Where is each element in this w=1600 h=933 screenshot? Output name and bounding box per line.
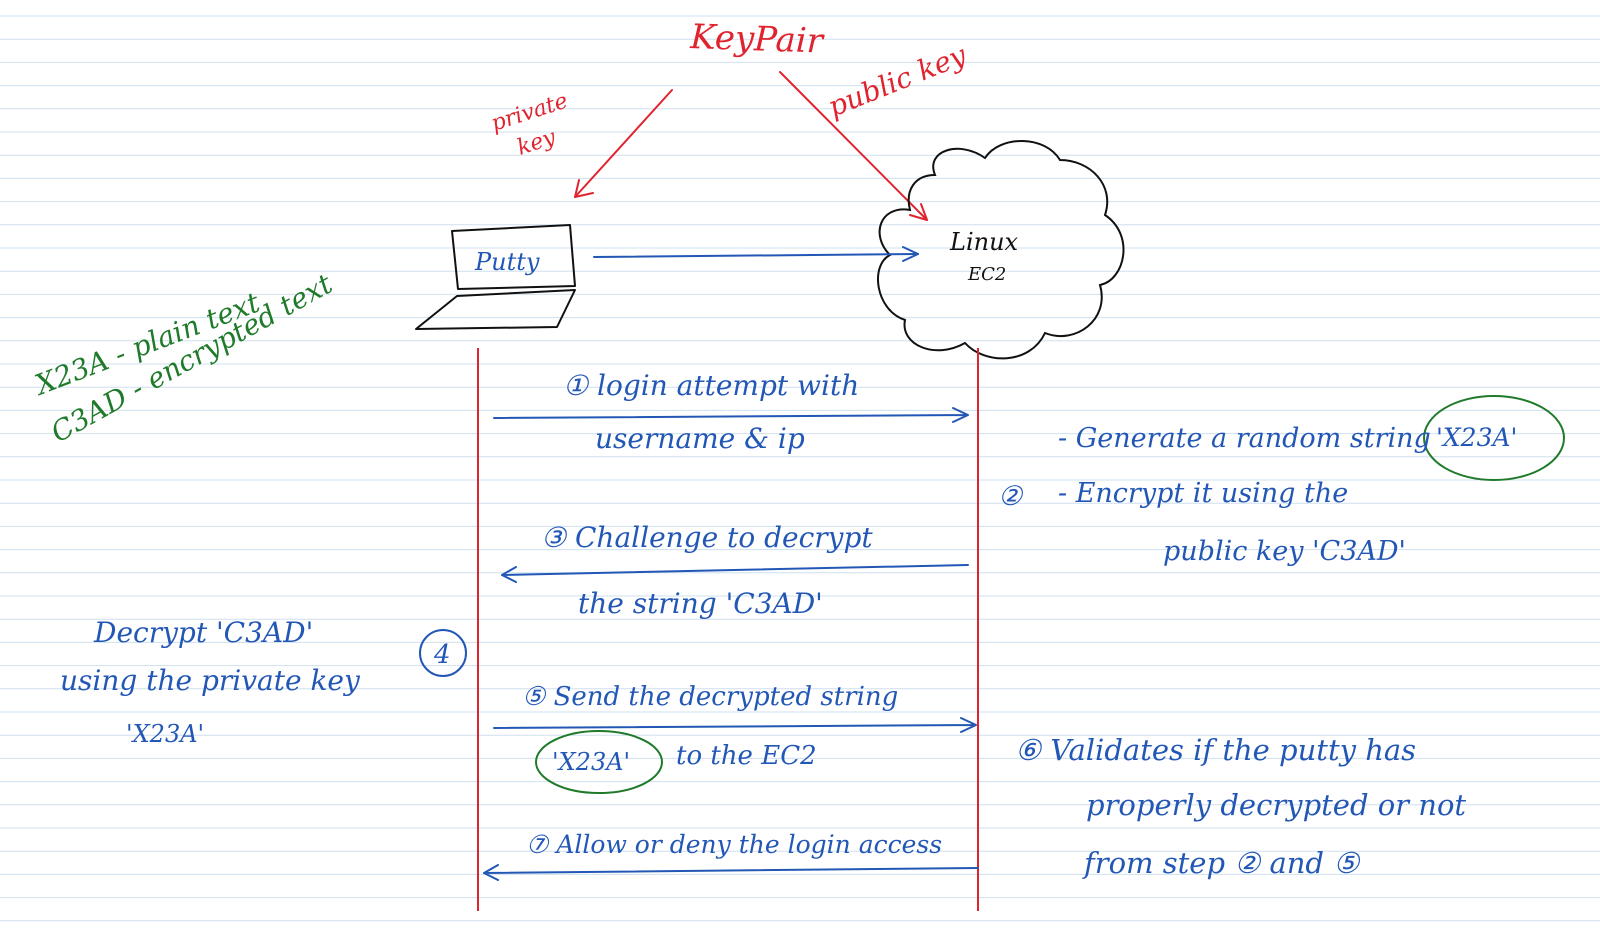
laptop-icon [415,224,576,330]
private-key-label-line1: private [488,89,571,137]
key-pair-arrows [574,71,928,221]
step-4-marker: 4 [433,640,451,670]
step-5-string: 'X23A' [552,748,630,776]
step-1-line1: ① login attempt with [563,369,859,402]
oval-x23a-step5 [535,730,663,794]
step-3-line2: the string 'C3AD' [578,587,823,620]
key-pair-label: KeyPair [689,17,826,62]
step-5-line1: ⑤ Send the decrypted string [522,682,898,712]
public-key-label: public key [823,38,972,124]
step-5-tail: to the EC2 [676,741,817,771]
step-2-marker: ② [998,481,1024,512]
step-1-line2: username & ip [595,422,805,455]
arrow-step-3 [501,564,969,583]
ruled-paper-lines [0,15,1600,922]
step-6-line3: from step ② and ⑤ [1082,846,1361,880]
left-note-line3: 'X23A' [126,720,204,748]
linux-label-line1: Linux [949,228,1019,256]
private-key-arrow [574,89,673,198]
putty-label: Putty [474,248,540,276]
lifelines [477,348,979,911]
left-note-line1: Decrypt 'C3AD' [93,616,313,649]
public-key-arrow [779,71,928,221]
private-key-arrowhead [574,179,594,198]
oval-x23a-generated [1423,395,1565,481]
arrow-step-1 [493,407,969,423]
step-6-line2: properly decrypted or not [1086,788,1466,822]
highlight-ovals [535,395,1565,794]
message-arrows [483,407,979,881]
step-3-line1: ③ Challenge to decrypt [541,521,873,554]
generated-string: 'X23A' [1436,423,1517,452]
left-note-line2: using the private key [60,664,361,697]
public-key-arrowhead [909,203,928,221]
step-6-line1: ⑥ Validates if the putty has [1015,733,1416,767]
arrow-step-7 [483,864,979,881]
encrypt-line2: public key 'C3AD' [1163,536,1406,567]
generate-line: - Generate a random string [1058,423,1431,454]
putty-to-linux-arrow [593,246,919,262]
linux-cloud-shape [877,140,1125,360]
arrow-step-5 [493,717,977,733]
encrypt-line1: - Encrypt it using the [1058,478,1348,509]
step-4-circle [419,629,467,677]
step-7-text: ⑦ Allow or deny the login access [526,830,942,859]
linux-label-line2: EC2 [967,264,1006,285]
